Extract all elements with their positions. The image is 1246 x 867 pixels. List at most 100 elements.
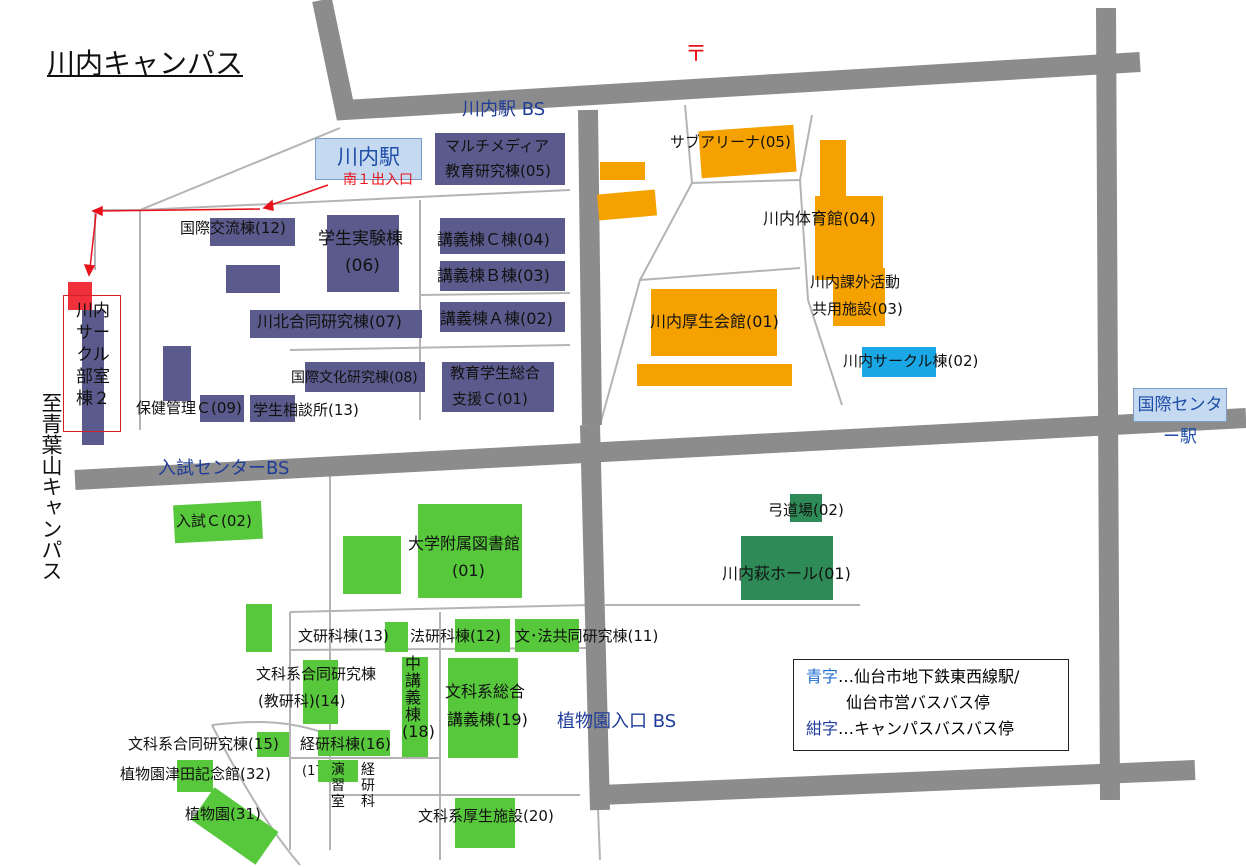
label-kosei-20: 文科系厚生施設(20) <box>418 807 554 825</box>
building-kagai[interactable] <box>833 268 885 326</box>
building-tsuda[interactable] <box>177 760 213 792</box>
label-bunka-godo-1: 文科系合同研究棟 <box>256 665 377 683</box>
building-taiikukan[interactable] <box>815 196 883 280</box>
label-kyudojo: 弓道場(02) <box>768 501 844 519</box>
circle-building-block <box>82 310 104 445</box>
legend-line-3-rest: …キャンパスバスバス停 <box>838 719 1015 738</box>
building-kokusai-koryu[interactable] <box>210 218 295 246</box>
exit-label: 南１出入口 <box>343 172 413 188</box>
side-text: 至青葉山キャンパス <box>39 392 63 581</box>
post-office-icon: 〒 <box>685 42 708 67</box>
building-bunka-godo-15[interactable] <box>257 732 289 757</box>
building-kogi-c[interactable] <box>440 218 565 254</box>
label-bunka-sogo-1: 文科系総合 <box>445 682 526 701</box>
building-bunka-godo-14[interactable] <box>303 660 338 724</box>
label-nyushi-c: 入試Ｃ(02) <box>176 512 252 530</box>
building-enshu[interactable] <box>318 760 358 782</box>
label-kosei-kaikan: 川内厚生会館(01) <box>650 312 779 331</box>
label-circle-to: 川内サークル棟(02) <box>843 352 979 370</box>
label-bunka-sogo-2: 講義棟(19) <box>447 710 528 729</box>
label-kogi-a: 講義棟Ａ棟(02) <box>440 309 553 328</box>
legend-blue-text: 青字 <box>806 667 839 686</box>
building-naka-kogi[interactable] <box>402 657 428 757</box>
label-enshu: 演習室 <box>331 762 345 810</box>
map-title: 川内キャンパス <box>47 47 244 80</box>
station-kokusai-center[interactable]: 国際センター駅 <box>1133 388 1227 447</box>
legend-navy-text: 紺字 <box>806 719 839 738</box>
building-kogi-a[interactable] <box>440 302 565 332</box>
label-kokusai-koryu: 国際交流棟(12) <box>180 219 286 237</box>
label-library-2: (01) <box>452 561 485 580</box>
label-tsuda: 植物園津田記念館(32) <box>120 765 271 783</box>
label-gakusei-sodan: 学生相談所(13) <box>253 401 359 419</box>
legend-line-1: 青字…仙台市地下鉄東西線駅/ <box>806 664 1068 690</box>
label-bunka-godo-2: (教研科)(14) <box>258 692 346 710</box>
label-kokusai-bunka: 国際文化研究棟(08) <box>291 370 418 386</box>
circle-building-marker <box>68 282 92 310</box>
label-gakusei-jikken-2: (06) <box>345 256 380 276</box>
building-kokusai-bunka[interactable] <box>305 362 425 392</box>
building-gakusei-jikken[interactable] <box>327 215 399 292</box>
building-kogi-b[interactable] <box>440 261 565 291</box>
building-kyudojo[interactable] <box>790 494 822 522</box>
bus-stop-kawauchi-eki[interactable]: 川内駅 BS <box>462 99 546 120</box>
building-orange-small-1[interactable] <box>600 162 645 180</box>
building-small-purple[interactable] <box>226 265 280 293</box>
legend: 青字…仙台市地下鉄東西線駅/ 仙台市営バスバス停 紺字…キャンパスバスバス停 <box>793 659 1069 751</box>
bus-stop-nyushi-center[interactable]: 入試センターBS <box>158 458 290 479</box>
label-bun-ho: 文･法共同研究棟(11) <box>515 627 659 645</box>
label-keiken-v: 経研科 <box>361 762 375 810</box>
building-kosei-20[interactable] <box>455 798 515 848</box>
building-bunken[interactable] <box>385 622 408 652</box>
route-arrow <box>83 184 329 277</box>
station-kawauchi[interactable]: 川内駅 <box>315 138 422 180</box>
label-bunken: 文研科棟(13) <box>298 627 389 645</box>
building-kosei-kaikan[interactable] <box>651 289 777 356</box>
label-naka-kogi: 中講義棟(18) <box>402 654 435 741</box>
label-taiikukan: 川内体育館(04) <box>763 209 876 228</box>
building-keiken[interactable] <box>318 730 390 756</box>
building-kyoiku-gakusei[interactable] <box>442 362 554 412</box>
building-taiikukan-top[interactable] <box>820 140 846 200</box>
building-orange-small-2[interactable] <box>596 189 658 221</box>
building-bun-ho[interactable] <box>515 619 579 652</box>
building-multimedia[interactable] <box>435 133 565 185</box>
label-hoken: 保健管理Ｃ(09) <box>136 399 242 417</box>
label-kyoiku-gakusei-2: 支援Ｃ(01) <box>452 390 528 408</box>
building-library[interactable] <box>418 504 522 598</box>
building-bunka-sogo[interactable] <box>448 658 518 758</box>
label-senpoku: 川北合同研究棟(07) <box>257 312 402 331</box>
building-hoken-side[interactable] <box>163 346 191 401</box>
building-library-annex[interactable] <box>343 536 401 594</box>
building-hoken-ka[interactable] <box>455 619 510 652</box>
building-gakusei-sodan[interactable] <box>250 395 295 422</box>
main-roads <box>74 0 1246 811</box>
building-kosei-annex[interactable] <box>637 364 792 386</box>
label-bunka-godo-15: 文科系合同研究棟(15) <box>128 735 279 753</box>
label-library-1: 大学附属図書館 <box>408 534 521 553</box>
legend-line-1-rest: …仙台市地下鉄東西線駅/ <box>838 667 1020 686</box>
label-sub-arena: サブアリーナ(05) <box>670 133 791 151</box>
building-hagi-hall[interactable] <box>741 536 833 600</box>
circle-building-label: 川内サークル部室棟２ <box>76 301 110 409</box>
label-multimedia-2: 教育研究棟(05) <box>445 162 551 180</box>
label-kagai-2: 共用施設(03) <box>812 300 903 318</box>
building-circle-to[interactable] <box>862 347 936 377</box>
building-green-left[interactable] <box>246 604 272 652</box>
building-hoken[interactable] <box>200 395 244 422</box>
bus-stop-shokubutsuen[interactable]: 植物園入口 BS <box>557 711 677 732</box>
label-shokubutsuen: 植物園(31) <box>185 805 261 823</box>
label-hagi-hall: 川内萩ホール(01) <box>722 564 851 583</box>
label-gakusei-jikken-1: 学生実験棟 <box>318 229 403 249</box>
legend-line-3: 紺字…キャンパスバスバス停 <box>806 716 1068 742</box>
legend-line-2: 仙台市営バスバス停 <box>846 693 991 712</box>
label-kogi-c: 講義棟Ｃ棟(04) <box>437 230 550 249</box>
circle-building-2[interactable] <box>63 295 121 432</box>
label-kogi-b: 講義棟Ｂ棟(03) <box>437 266 550 285</box>
label-kagai-1: 川内課外活動 <box>810 273 901 291</box>
label-kyoiku-gakusei-1: 教育学生総合 <box>450 364 541 382</box>
label-hoken-ka: 法研科棟(12) <box>410 627 501 645</box>
building-senpoku[interactable] <box>250 310 422 338</box>
